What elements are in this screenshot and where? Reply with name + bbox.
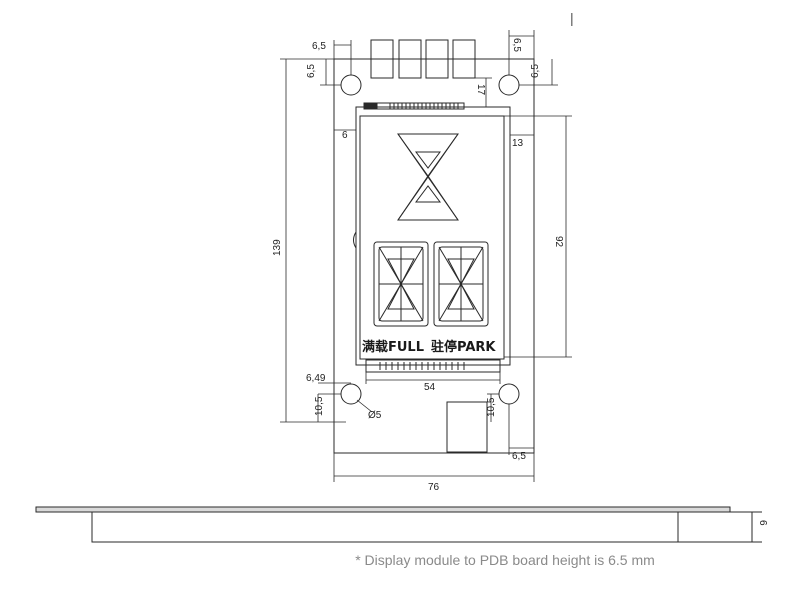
dim-left-hole-v: 6,5: [306, 64, 317, 78]
dim-bottom-right-offset: 6,5: [512, 451, 526, 462]
connector-pad: [370, 39, 394, 79]
segment-digit-2: [433, 241, 489, 327]
dim-left-margin: 6: [342, 130, 348, 141]
dim-top-right-offset: 6,5: [511, 38, 522, 52]
dim-top-left-offset: 6,5: [312, 41, 326, 52]
dim-display-height: 92: [553, 236, 564, 248]
dim-side-height: 6: [757, 520, 768, 526]
pcb-outline: [333, 58, 535, 454]
hourglass-segment-icon: [397, 133, 459, 221]
mounting-hole: [498, 383, 520, 405]
connector-pad: [425, 39, 449, 79]
full-label: 满载FULL: [362, 339, 424, 355]
dim-bottom-left-v: 10,5: [314, 396, 325, 416]
corner-mark: |: [570, 10, 574, 26]
height-note: * Display module to PDB board height is …: [355, 552, 655, 568]
ic-chip: [446, 401, 488, 453]
dim-right-margin: 13: [512, 138, 524, 149]
side-view: [35, 506, 762, 543]
connector-pad: [398, 39, 422, 79]
lcd-outer: [355, 106, 511, 366]
dim-display-width: 54: [424, 382, 436, 393]
park-label: 驻停PARK: [431, 339, 496, 355]
fpc-strip-bottom: [365, 359, 501, 373]
lcd-inner: [359, 115, 505, 360]
mounting-hole: [340, 74, 362, 96]
fpc-teeth-top: [364, 103, 459, 109]
dim-total-height: 139: [272, 239, 283, 256]
connector-pad: [452, 39, 476, 79]
dim-tab-height: 17: [475, 84, 486, 96]
dim-bottom-left-offset: 6,49: [306, 373, 326, 384]
fpc-teeth-bottom: [379, 362, 465, 370]
side-notch: [353, 231, 357, 249]
dim-right-hole-v: 6,5: [530, 64, 541, 78]
dim-bottom-mid-v: 10,5: [486, 397, 497, 417]
dim-hole-diameter: Ø5: [368, 410, 382, 421]
dim-total-width: 76: [428, 482, 440, 493]
segment-digit-1: [373, 241, 429, 327]
mounting-hole: [498, 74, 520, 96]
